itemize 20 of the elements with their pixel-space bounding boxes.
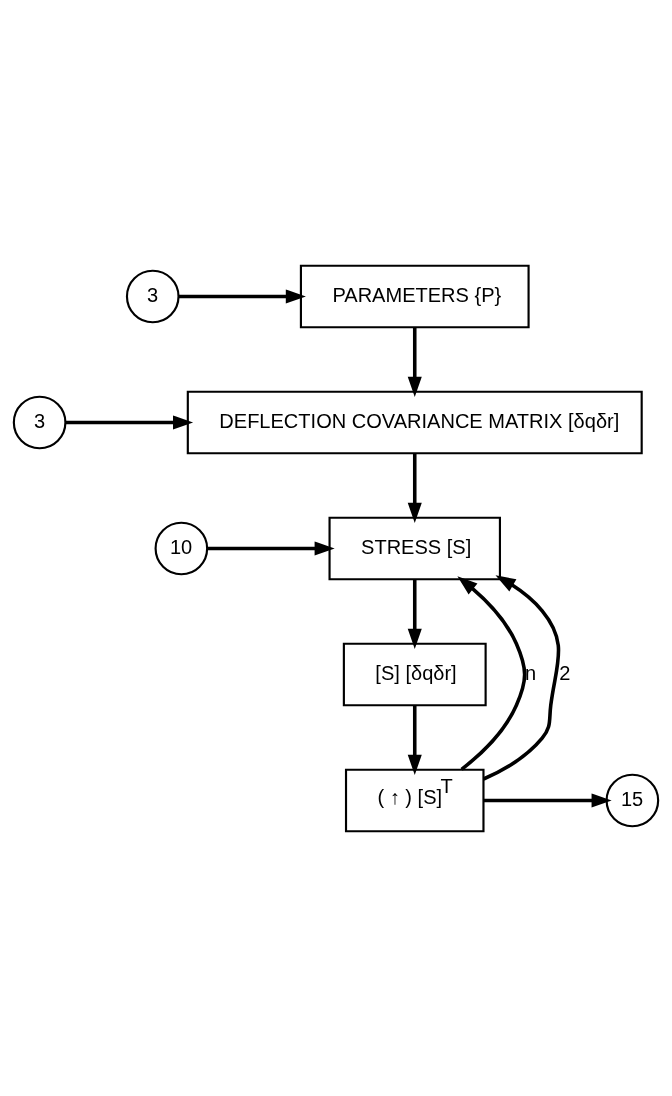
node-circle: 3 bbox=[125, 269, 180, 323]
arrow bbox=[483, 792, 612, 808]
node-circle: 15 bbox=[605, 773, 660, 827]
arrow bbox=[457, 575, 527, 771]
edge-label: 2 bbox=[559, 661, 571, 684]
arrow bbox=[407, 705, 422, 775]
node-circle: 10 bbox=[154, 521, 209, 575]
arrow bbox=[207, 540, 335, 556]
arrow bbox=[407, 579, 422, 649]
node-box: DEFLECTION COVARIANCE MATRIX [δqδr] bbox=[186, 390, 643, 454]
node-box: STRESS [S] bbox=[328, 516, 501, 580]
node-box: PARAMETERS {P} bbox=[299, 264, 530, 328]
node-box: [S] [δqδr] bbox=[342, 642, 487, 706]
arrow bbox=[407, 453, 422, 523]
arrow bbox=[178, 288, 306, 304]
arrow bbox=[482, 574, 561, 781]
node-circle: 3 bbox=[12, 395, 67, 449]
arrow bbox=[407, 327, 422, 397]
edge-label: n bbox=[524, 661, 537, 684]
arrow bbox=[65, 414, 194, 430]
